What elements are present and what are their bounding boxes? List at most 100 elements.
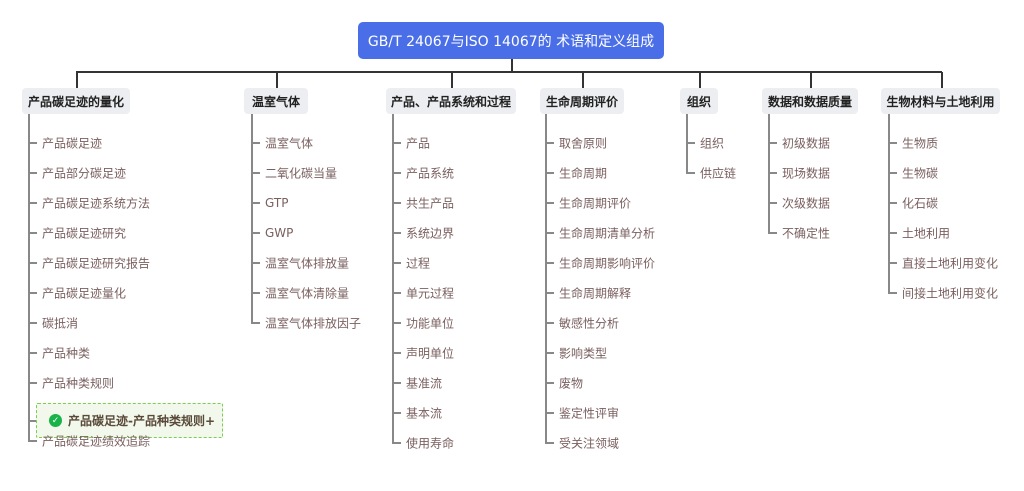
branch-topic[interactable]: 生命周期评价 (540, 88, 624, 114)
branch-connector-tick (888, 142, 897, 144)
branch-bus-line (76, 71, 942, 73)
branch-topic[interactable]: 温室气体 (244, 88, 308, 114)
branch-connector-tick (888, 232, 897, 234)
subtopic[interactable]: 直接土地利用变化 (902, 256, 999, 271)
root-topic[interactable]: GB/T 24067与ISO 14067的 术语和定义组成 (358, 22, 664, 59)
branch-connector-tick (251, 322, 260, 324)
subtopic[interactable]: 单元过程 (406, 286, 455, 301)
branch-stem (545, 114, 547, 443)
subtopic[interactable]: 共生产品 (406, 196, 455, 211)
subtopic-highlighted[interactable]: ✓产品碳足迹-产品种类规则+ (36, 403, 223, 438)
subtopic[interactable]: 初级数据 (782, 136, 831, 151)
branch-connector-tick (545, 382, 554, 384)
subtopic[interactable]: 基准流 (406, 376, 443, 391)
branch-connector-tick (768, 232, 777, 234)
subtopic[interactable]: 生物碳 (902, 166, 939, 181)
subtopic[interactable]: 不确定性 (782, 226, 831, 241)
branch-connector-tick (251, 262, 260, 264)
subtopic[interactable]: GTP (265, 196, 289, 210)
branch-connector (276, 72, 278, 88)
subtopic[interactable]: 基本流 (406, 406, 443, 421)
branch-connector-tick (28, 352, 37, 354)
subtopic[interactable]: 产品种类 (42, 346, 91, 361)
branch-connector-tick (545, 292, 554, 294)
subtopic[interactable]: 系统边界 (406, 226, 455, 241)
subtopic[interactable]: 产品 (406, 136, 431, 151)
subtopic[interactable]: 现场数据 (782, 166, 831, 181)
subtopic[interactable]: GWP (265, 226, 294, 240)
branch-connector-tick (392, 382, 401, 384)
subtopic[interactable]: 产品碳足迹研究报告 (42, 256, 151, 271)
subtopic[interactable]: 温室气体排放量 (265, 256, 350, 271)
branch-connector-tick (888, 292, 897, 294)
subtopic[interactable]: 生物质 (902, 136, 939, 151)
subtopic[interactable]: 次级数据 (782, 196, 831, 211)
branch-connector-tick (545, 172, 554, 174)
subtopic[interactable]: 产品碳足迹绩效追踪 (42, 434, 151, 449)
subtopic[interactable]: 影响类型 (559, 346, 608, 361)
subtopic[interactable]: 使用寿命 (406, 436, 455, 451)
branch-stem (251, 114, 253, 323)
subtopic[interactable]: 声明单位 (406, 346, 455, 361)
subtopic[interactable]: 产品碳足迹 (42, 136, 103, 151)
branch-connector-tick (768, 142, 777, 144)
branch-connector (810, 72, 812, 88)
branch-connector (76, 72, 78, 88)
subtopic[interactable]: 过程 (406, 256, 431, 271)
branch-connector-tick (28, 202, 37, 204)
subtopic[interactable]: 生命周期 (559, 166, 608, 181)
subtopic[interactable]: 化石碳 (902, 196, 939, 211)
subtopic[interactable]: 取舍原则 (559, 136, 608, 151)
subtopic[interactable]: 鉴定性评审 (559, 406, 620, 421)
branch-topic[interactable]: 组织 (680, 88, 718, 114)
branch-topic[interactable]: 产品、产品系统和过程 (386, 88, 516, 114)
branch-connector-tick (545, 262, 554, 264)
branch-connector-tick (392, 232, 401, 234)
subtopic-label: 产品碳足迹-产品种类规则+ (68, 414, 216, 428)
branch-connector-tick (768, 172, 777, 174)
subtopic[interactable]: 间接土地利用变化 (902, 286, 999, 301)
subtopic[interactable]: 产品碳足迹研究 (42, 226, 127, 241)
subtopic[interactable]: 土地利用 (902, 226, 951, 241)
subtopic[interactable]: 受关注领域 (559, 436, 620, 451)
branch-connector-tick (888, 172, 897, 174)
branch-connector-tick (392, 412, 401, 414)
subtopic[interactable]: 生命周期解释 (559, 286, 632, 301)
subtopic[interactable]: 供应链 (700, 166, 737, 181)
root-connector (511, 59, 513, 72)
subtopic[interactable]: 产品碳足迹量化 (42, 286, 127, 301)
branch-topic[interactable]: 产品碳足迹的量化 (22, 88, 130, 114)
subtopic[interactable]: 功能单位 (406, 316, 455, 331)
branch-topic[interactable]: 生物材料与土地利用 (881, 88, 1000, 114)
subtopic[interactable]: 产品部分碳足迹 (42, 166, 127, 181)
subtopic[interactable]: 温室气体 (265, 136, 314, 151)
subtopic[interactable]: 二氧化碳当量 (265, 166, 338, 181)
branch-connector-tick (545, 142, 554, 144)
branch-connector-tick (392, 352, 401, 354)
subtopic[interactable]: 温室气体排放因子 (265, 316, 362, 331)
branch-connector-tick (251, 172, 260, 174)
subtopic[interactable]: 生命周期清单分析 (559, 226, 656, 241)
branch-connector-tick (392, 292, 401, 294)
subtopic[interactable]: 产品种类规则 (42, 376, 115, 391)
subtopic[interactable]: 产品碳足迹系统方法 (42, 196, 151, 211)
subtopic[interactable]: 产品系统 (406, 166, 455, 181)
branch-connector-tick (251, 202, 260, 204)
branch-stem (686, 114, 688, 173)
branch-connector (699, 72, 701, 88)
branch-connector-tick (392, 142, 401, 144)
subtopic[interactable]: 废物 (559, 376, 584, 391)
branch-connector-tick (251, 142, 260, 144)
branch-connector-tick (28, 262, 37, 264)
subtopic[interactable]: 碳抵消 (42, 316, 79, 331)
subtopic[interactable]: 组织 (700, 136, 725, 151)
subtopic[interactable]: 敏感性分析 (559, 316, 620, 331)
subtopic[interactable]: 生命周期评价 (559, 196, 632, 211)
branch-connector-tick (888, 262, 897, 264)
branch-connector-tick (251, 292, 260, 294)
branch-connector-tick (392, 262, 401, 264)
branch-topic[interactable]: 数据和数据质量 (762, 88, 858, 114)
branch-connector-tick (392, 172, 401, 174)
subtopic[interactable]: 生命周期影响评价 (559, 256, 656, 271)
subtopic[interactable]: 温室气体清除量 (265, 286, 350, 301)
